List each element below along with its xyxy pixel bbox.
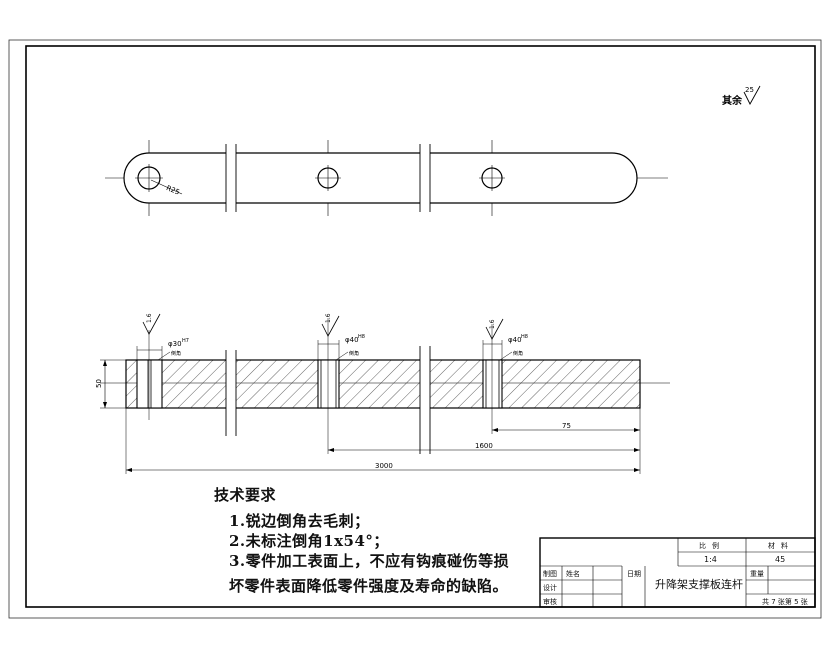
surface-finish-label: 其余 <box>722 94 743 107</box>
section-body <box>125 359 641 409</box>
dim-75-label: 75 <box>562 422 571 430</box>
title-block-material-header: 材料 <box>768 542 794 550</box>
hole-3-dia: φ40 <box>508 336 522 344</box>
dimension-3000: 3000 <box>125 408 640 474</box>
title-block-row-design: 设计 <box>543 584 557 592</box>
tech-requirements-title: 技术要求 <box>214 486 277 504</box>
svg-text:H8: H8 <box>358 334 365 340</box>
hole-1-dia: φ30 <box>168 340 182 348</box>
hole-2-dia: φ40 <box>345 336 359 344</box>
dimension-1600: 1600 <box>327 420 640 454</box>
surface-finish-value: 25 <box>745 86 754 94</box>
svg-text:倒角: 倒角 <box>513 350 523 357</box>
top-view-outline <box>123 152 638 204</box>
thickness-label: 50 <box>95 379 103 388</box>
title-block-weight-label: 重量 <box>750 570 764 578</box>
tech-requirement-2: 2.未标注倒角1x54°； <box>229 532 389 550</box>
inner-frame <box>25 45 816 608</box>
svg-text:H8: H8 <box>521 334 528 340</box>
svg-text:倒角: 倒角 <box>171 350 181 357</box>
dim-1600-label: 1600 <box>475 442 493 450</box>
title-block-part-name: 升降架支撑板连杆 <box>655 578 743 591</box>
svg-text:倒角: 倒角 <box>349 350 359 357</box>
hole-3-annotation: 1.6 φ40 H8 倒角 <box>482 318 528 361</box>
svg-text:1.6: 1.6 <box>325 313 332 323</box>
hole-2-annotation: 1.6 φ40 H8 倒角 <box>317 313 365 361</box>
title-block-material: 45 <box>775 555 786 564</box>
tech-requirement-1: 1.锐边倒角去毛刺； <box>229 512 370 530</box>
top-view: R25 <box>105 140 668 216</box>
hole-1-annotation: 1.6 φ30 H7 倒角 <box>136 313 189 361</box>
title-block-ratio: 1:4 <box>704 555 717 564</box>
title-block-row-draw: 制图 <box>543 570 557 578</box>
svg-text:1.6: 1.6 <box>146 313 153 323</box>
title-block-col-date: 日期 <box>627 570 641 578</box>
title-block-sheet: 共 7 张第 5 张 <box>762 598 808 606</box>
title-block <box>539 537 816 608</box>
dimension-75: 75 <box>491 408 641 474</box>
svg-text:H7: H7 <box>182 338 189 344</box>
tech-requirement-4: 坏零件表面降低零件强度及寿命的缺陷。 <box>229 577 509 595</box>
tech-requirement-3: 3.零件加工表面上，不应有钩痕碰伤等损 <box>229 552 510 570</box>
title-block-col-name: 姓名 <box>566 570 580 578</box>
svg-text:1.6: 1.6 <box>489 319 496 329</box>
surface-finish-symbol: 其余 25 <box>722 85 761 107</box>
outer-border <box>8 39 822 619</box>
section-view: 50 1.6 φ30 H7 倒角 1.6 φ40 H8 倒角 <box>95 313 670 474</box>
title-block-ratio-header: 比例 <box>699 542 725 550</box>
title-block-row-review: 审核 <box>543 598 557 606</box>
dim-3000-label: 3000 <box>375 462 393 470</box>
